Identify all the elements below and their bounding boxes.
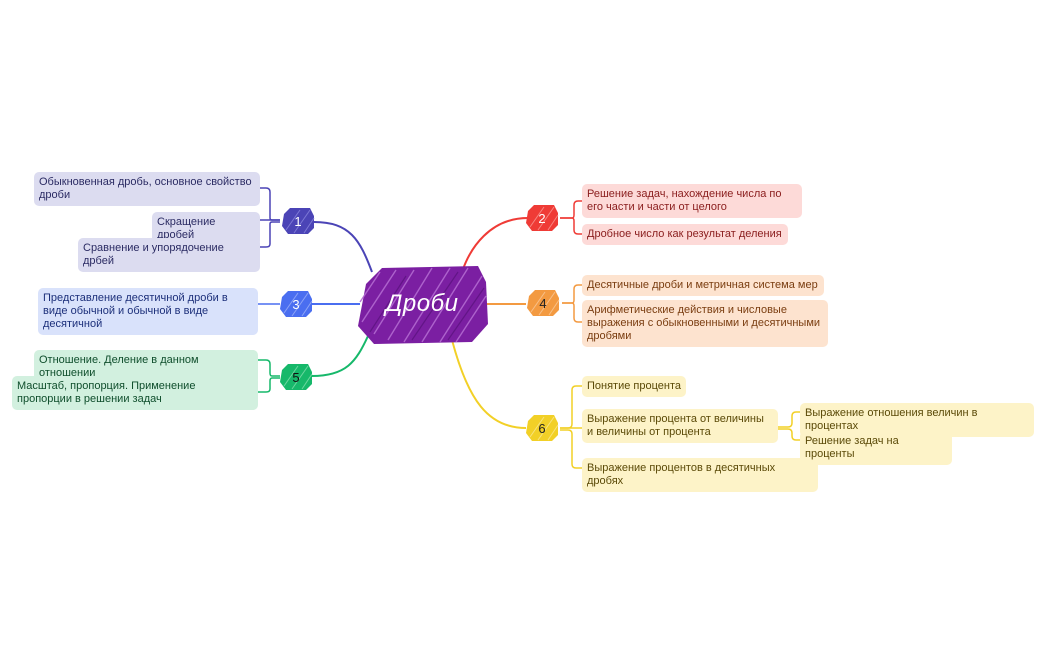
branch-4-node[interactable]: 4 <box>525 288 561 318</box>
topic-b1-3[interactable]: Сравнение и упорядочение дрбей <box>78 238 260 272</box>
topic-b5-2[interactable]: Масштаб, пропорция. Применение пропорции… <box>12 376 258 410</box>
branch-5-node[interactable]: 5 <box>278 362 314 392</box>
branch-3-node[interactable]: 3 <box>278 289 314 319</box>
topic-b6-3[interactable]: Выражение процентов в десятичных дробях <box>582 458 818 492</box>
branch-3-label: 3 <box>292 296 300 312</box>
branch-6-label: 6 <box>538 420 546 436</box>
branch-4-label: 4 <box>539 295 547 311</box>
topic-b1-1[interactable]: Обыкновенная дробь, основное свойство др… <box>34 172 260 206</box>
scribble-badge <box>280 364 313 390</box>
central-topic[interactable]: Дроби <box>352 262 492 346</box>
branch-1-label: 1 <box>294 213 302 229</box>
branch-5-label: 5 <box>292 369 300 385</box>
subtopic-b6-2[interactable]: Решение задач на проценты <box>800 431 952 465</box>
scribble-badge <box>526 205 559 231</box>
scribble-badge <box>526 415 559 441</box>
branch-1-node[interactable]: 1 <box>280 206 316 236</box>
scribble-badge <box>527 290 560 316</box>
scribble-badge <box>282 208 315 234</box>
branch-6-node[interactable]: 6 <box>524 413 560 443</box>
topic-b4-2[interactable]: Арифметические действия и числовые выраж… <box>582 300 828 347</box>
topic-b6-1[interactable]: Понятие процента <box>582 376 686 397</box>
central-topic-label: Дроби <box>385 290 459 317</box>
topic-b4-1[interactable]: Десятичные дроби и метричная система мер <box>582 275 824 296</box>
scribble-badge <box>280 291 313 317</box>
topic-b6-2[interactable]: Выражение процента от величины и величин… <box>582 409 778 443</box>
scribble-shape <box>358 266 488 344</box>
topic-b2-2[interactable]: Дробное число как результат деления <box>582 224 788 245</box>
branch-2-label: 2 <box>538 210 546 226</box>
branch-2-node[interactable]: 2 <box>524 203 560 233</box>
topic-b2-1[interactable]: Решение задач, нахождение числа по его ч… <box>582 184 802 218</box>
topic-b3-1[interactable]: Представление десятичной дроби в виде об… <box>38 288 258 335</box>
